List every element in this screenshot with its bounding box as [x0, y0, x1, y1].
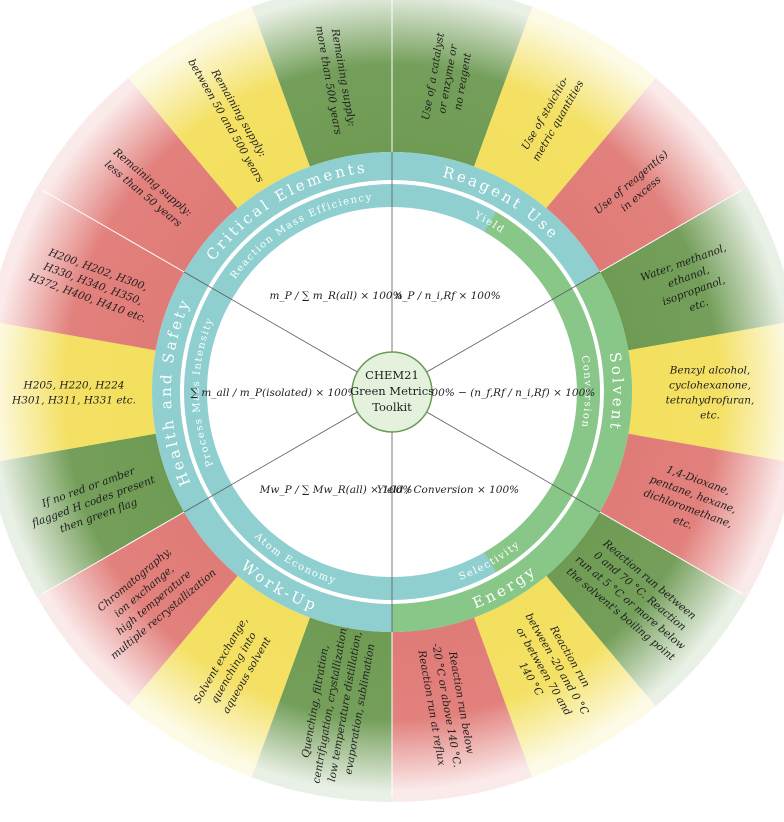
segment-17-line-2: H301, H311, H331 etc. — [11, 395, 136, 407]
sector-divider — [426, 411, 601, 513]
formulas: m_P / ∑ m_R(all) × 100%n_P / n_i,Rf × 10… — [190, 290, 595, 496]
category-label-3: Solvent — [606, 351, 627, 433]
segment-amber-5 — [474, 6, 656, 209]
segment-8-line-2: cyclohexanone, — [669, 380, 751, 392]
segment-amber-17 — [0, 322, 156, 462]
segment-amber-2 — [128, 6, 310, 209]
sector-divider — [183, 411, 358, 513]
center-line-1: CHEM21 — [365, 368, 419, 382]
center-line-2: Green Metrics — [350, 384, 434, 398]
formula-2: n_P / n_i,Rf × 100% — [395, 290, 500, 302]
segment-red-18 — [0, 187, 185, 351]
segment-red-9 — [599, 433, 784, 597]
segment-8-line-4: etc. — [700, 410, 720, 422]
formula-3: 100% − (n_f,Rf / n_i,Rf) × 100% — [425, 387, 596, 399]
formula-6: ∑ m_all / m_P(isolated) × 100% — [190, 387, 357, 399]
outer-divider — [41, 511, 185, 595]
category-arc-green — [392, 272, 632, 632]
segment-17-line-1: H205, H220, H224 — [23, 380, 125, 392]
formula-5: Mw_P / ∑ Mw_R(all) × 100% — [259, 484, 413, 496]
segment-green-3 — [251, 0, 392, 167]
segment-amber-11 — [474, 575, 656, 778]
outer-divider — [599, 511, 743, 595]
segment-amber-8 — [628, 322, 784, 462]
center-circle: CHEM21 Green Metrics Toolkit — [350, 351, 434, 433]
formula-1: m_P / ∑ m_R(all) × 100% — [269, 290, 402, 302]
segment-green-10 — [546, 512, 748, 707]
segment-green-4 — [392, 0, 533, 167]
segment-red-12 — [392, 617, 533, 802]
outer-flag-segments — [0, 0, 784, 802]
segment-red-1 — [36, 77, 238, 272]
segment-8-line-3: tetrahydrofuran, — [666, 395, 755, 407]
metric-label-3: Conversion — [579, 355, 593, 430]
segment-red-6 — [546, 77, 748, 272]
outer-divider — [599, 189, 743, 273]
metric-arc-green — [484, 211, 600, 573]
segment-amber-14 — [128, 575, 310, 778]
segment-green-16 — [0, 433, 185, 597]
segment-red-15 — [36, 512, 238, 707]
sector-divider — [183, 271, 358, 373]
segment-8-line-1: Benzyl alcohol, — [669, 365, 750, 377]
center-line-3: Toolkit — [372, 400, 412, 414]
sector-divider — [426, 271, 601, 373]
segment-green-13 — [251, 617, 392, 802]
segment-green-7 — [599, 187, 784, 351]
formula-4: Yield / Conversion × 100% — [377, 484, 519, 496]
outer-divider — [41, 189, 185, 273]
